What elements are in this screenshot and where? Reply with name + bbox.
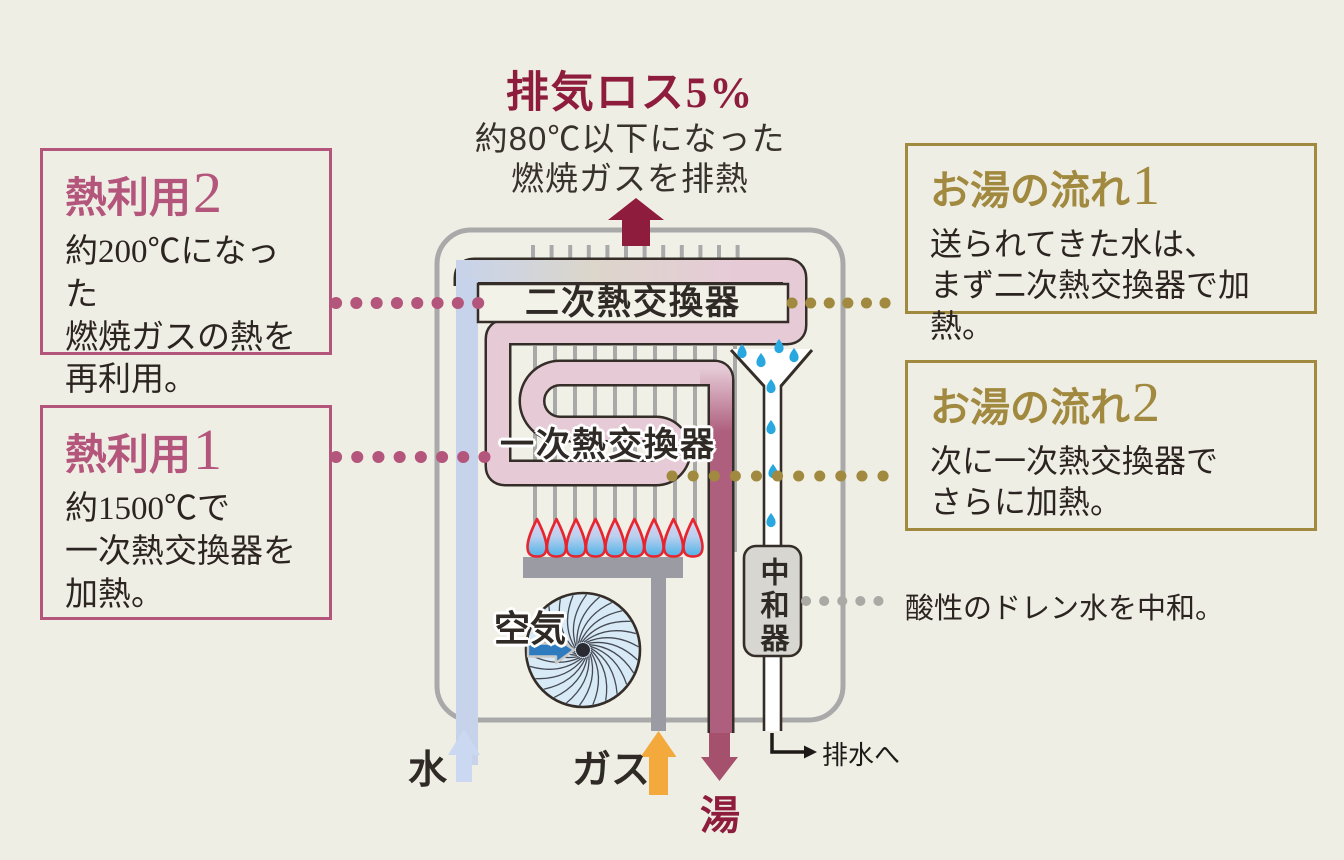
secondary-heat-exchanger-box [476, 282, 790, 324]
neutralizer-note: 酸性のドレン水を中和。 [905, 593, 1225, 625]
callout-line: まず二次熱交換器で加熱。 [930, 266, 1251, 344]
hot-water-out-arrow [701, 733, 738, 781]
callout-heading-text: 熱利用 [65, 176, 192, 222]
callout-heading-text: お湯の流れ [930, 385, 1130, 430]
air-arrow [526, 635, 576, 665]
callout-line: 一次熱交換器を [65, 533, 296, 570]
cold-water-riser [456, 278, 478, 765]
diagram-title: 排気ロス5% [505, 70, 755, 117]
burner [523, 557, 683, 731]
water-in-label: 水 [408, 749, 448, 792]
hot-water-out-label: 湯 [700, 793, 740, 838]
burner-flames [526, 517, 704, 558]
gas-in-label: ガス [572, 749, 651, 792]
callout-line: 約200℃になった [65, 233, 280, 313]
water-coil-pipe [453, 257, 808, 765]
callout-line: 燃焼ガスの熱を [65, 319, 296, 356]
gas-pipe [651, 578, 666, 731]
drain-arrow [770, 733, 817, 759]
callout-heading-number: 1 [193, 417, 223, 482]
callout-heading-number: 2 [1132, 372, 1160, 434]
callout-body: 送られてきた水は、 まず二次熱交換器で加熱。 [930, 224, 1296, 347]
callout-body: 約1500℃で 一次熱交換器を 加熱。 [65, 488, 311, 617]
callout-line: さらに加熱。 [930, 483, 1123, 520]
callout-heading-text: お湯の流れ [930, 168, 1130, 213]
callout-heading-number: 1 [1132, 155, 1160, 217]
callout-body: 次に一次熱交換器で さらに加熱。 [930, 441, 1296, 523]
exhaust-subtitle-line2: 燃焼ガスを排熱 [511, 160, 749, 197]
air-label: 空気 [494, 608, 567, 649]
callout-line: 約1500℃で [65, 490, 230, 527]
gas-in-arrow [640, 731, 677, 795]
callout-line: 加熱。 [65, 576, 164, 613]
exhaust-subtitle-line1: 約80℃以下になった [474, 120, 786, 157]
callout-line: 送られてきた水は、 [930, 225, 1217, 262]
callout-body: 約200℃になった 燃焼ガスの熱を 再利用。 [65, 231, 311, 403]
combustion-fan [524, 591, 642, 709]
exhaust-arrow [608, 198, 664, 246]
primary-heat-exchanger-label: 一次熱交換器 [500, 426, 716, 464]
callout-heading-number: 2 [193, 160, 223, 225]
neutralizer-label: 中和器 [756, 557, 788, 656]
callout-line: 次に一次熱交換器で [930, 442, 1219, 479]
callout-line: 再利用。 [65, 362, 197, 399]
callout-heading-text: 熱利用 [65, 433, 192, 479]
leader-lines [330, 297, 909, 606]
drain-out-label: 排水へ [822, 741, 901, 770]
water-in-arrow [448, 729, 480, 782]
secondary-heat-exchanger-label: 二次熱交換器 [525, 284, 741, 322]
